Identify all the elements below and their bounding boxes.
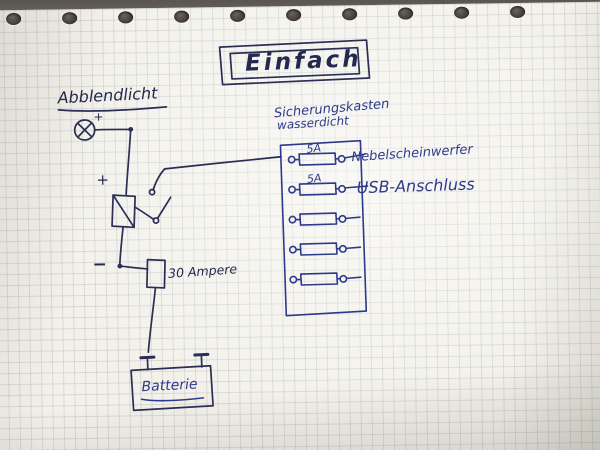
wires <box>93 126 282 354</box>
diagram-title: Einfach <box>244 46 363 77</box>
headlight-lamp-icon <box>57 106 168 141</box>
battery-symbol <box>130 352 214 412</box>
title-box <box>218 39 371 86</box>
fuse-30a-symbol <box>146 258 166 289</box>
battery-label: Batterie <box>141 376 198 396</box>
fuse-slot <box>288 242 362 256</box>
fuse1-rating-label: 5A <box>305 141 322 156</box>
relay-symbol <box>111 194 136 229</box>
minus-sign: − <box>92 254 107 275</box>
plus-sign-lamp: + <box>93 109 104 124</box>
switch-symbol <box>148 188 172 224</box>
fuse-slot <box>289 272 362 286</box>
plus-sign-relay: + <box>96 170 110 189</box>
fuse2-rating-label: 5A <box>306 171 323 186</box>
fusebox-symbol <box>279 139 369 317</box>
fuse-slot <box>287 152 366 166</box>
fuse-slot <box>288 212 361 226</box>
usb-label: USB-Anschluss <box>356 174 475 198</box>
fuse-slot <box>288 182 369 196</box>
